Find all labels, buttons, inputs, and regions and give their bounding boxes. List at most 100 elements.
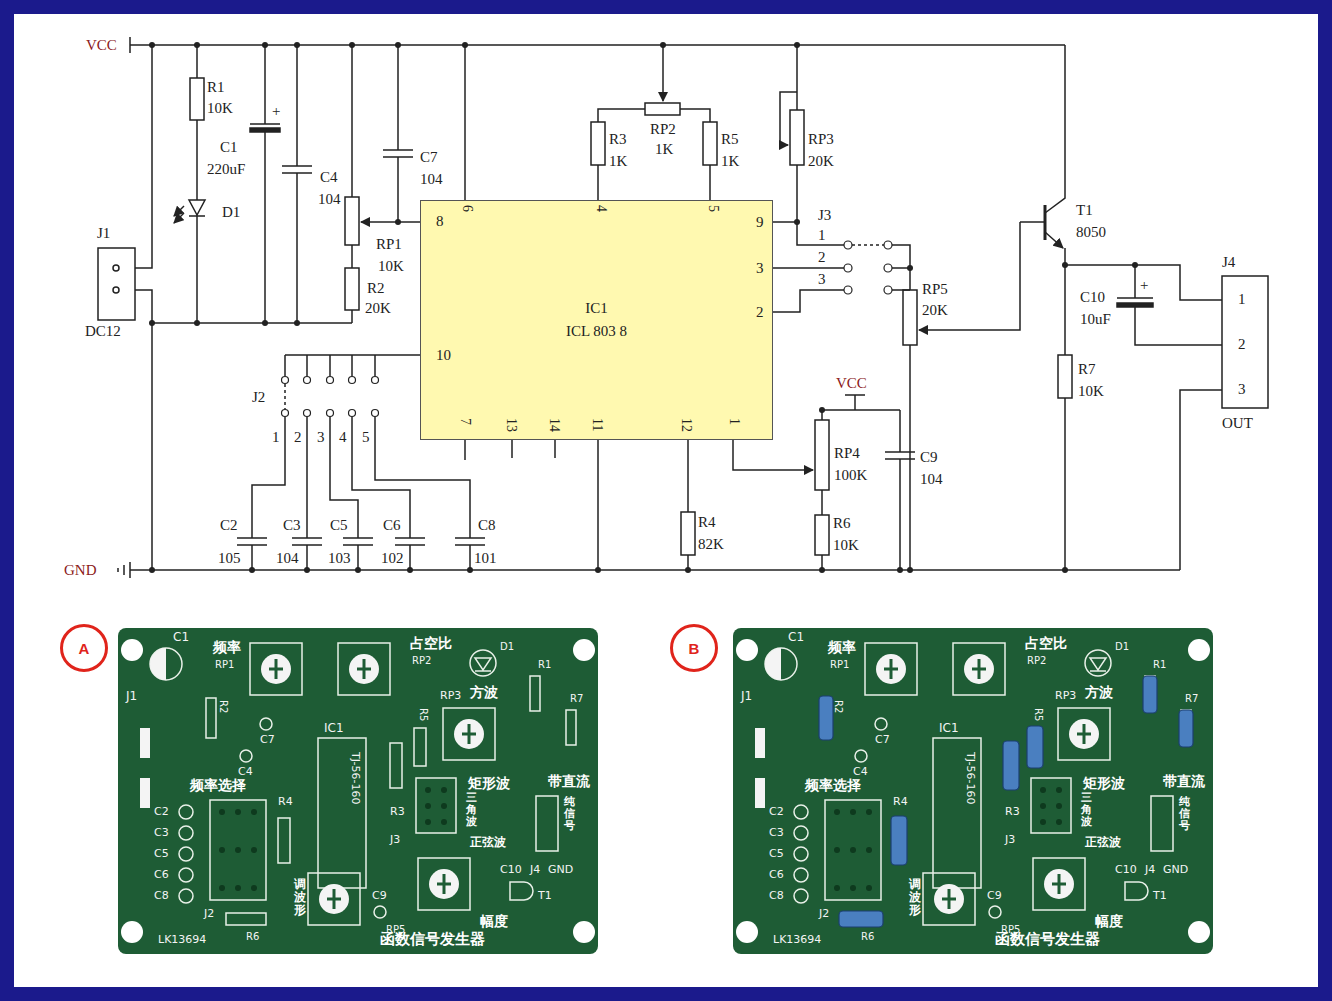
component-label: 2 [294, 430, 302, 445]
silkscreen-label: T1 [538, 890, 552, 901]
pcb-board [118, 628, 598, 954]
silkscreen-label: 带直流 [548, 774, 590, 788]
silkscreen-label: 占空比 [1025, 636, 1067, 650]
component-label: 10K [1078, 384, 1104, 399]
silkscreen-label: R3 [390, 806, 405, 817]
ic-chip: IC1ICL 803 8 [420, 200, 773, 440]
node-text: A [79, 641, 90, 656]
component-label: 9 [756, 215, 764, 230]
silkscreen-label: C8 [154, 890, 169, 901]
silkscreen-label: RP1 [830, 660, 849, 670]
silkscreen-label: LK13694 [773, 934, 821, 945]
silkscreen-label: 纯信号 [564, 796, 575, 832]
junction-dots [149, 42, 1138, 573]
component-label: 104 [920, 472, 943, 487]
silkscreen-label: R6 [246, 932, 259, 942]
silkscreen-label: R1 [538, 660, 551, 670]
component-label: 20K [808, 154, 834, 169]
silkscreen-label: TJ-56-160 [350, 752, 361, 805]
component-label: 5 [362, 430, 370, 445]
component-label: 103 [328, 551, 351, 566]
component-label: R2 [367, 281, 385, 296]
component-label: R6 [833, 516, 851, 531]
silkscreen-label: C9 [987, 890, 1002, 901]
component-label: 10K [833, 538, 859, 553]
component-label: 10 [436, 348, 451, 363]
component-label: 101 [474, 551, 497, 566]
component-label: C4 [320, 170, 338, 185]
silkscreen-label: R4 [893, 796, 908, 807]
component-label: 2 [756, 305, 764, 320]
silkscreen-label: R5 [1033, 708, 1043, 721]
component-label: C5 [330, 518, 348, 533]
pcb-board [733, 628, 1213, 954]
component-label: 6 [460, 205, 474, 212]
component-label: 10K [378, 259, 404, 274]
component-label: 20K [365, 301, 391, 316]
silkscreen-label: 三角波 [466, 792, 477, 828]
silkscreen-label: C10 [1115, 864, 1137, 875]
component-label: 13 [504, 418, 518, 432]
component-label: C6 [383, 518, 401, 533]
silkscreen-label: C6 [154, 869, 169, 880]
silkscreen-label: RP1 [215, 660, 234, 670]
component-label: 1 [818, 228, 826, 243]
node-text: B [689, 641, 700, 656]
component-label: R5 [721, 132, 739, 147]
silkscreen-label: J4 [1145, 864, 1155, 875]
component-label: 82K [698, 537, 724, 552]
silkscreen-label: C6 [769, 869, 784, 880]
silkscreen-label: 幅度 [1095, 914, 1123, 928]
silkscreen-label: RP2 [1027, 656, 1046, 666]
node-text: J1 [97, 226, 110, 241]
silkscreen-label: C5 [154, 848, 169, 859]
component-label: 10uF [1080, 312, 1111, 327]
silkscreen-label: IC1 [939, 722, 959, 734]
silkscreen-label: C3 [154, 827, 169, 838]
silkscreen-label: C4 [238, 766, 253, 777]
component-label: 12 [679, 418, 693, 432]
component-label: 20K [922, 303, 948, 318]
component-label: 104 [420, 172, 443, 187]
silkscreen-label: 幅度 [480, 914, 508, 928]
silkscreen-label: 三角波 [1081, 792, 1092, 828]
silkscreen-label: J4 [530, 864, 540, 875]
node-text: 2 [1238, 337, 1246, 352]
component-label: VCC [86, 38, 117, 53]
node-text: 3 [1238, 382, 1246, 397]
silkscreen-label: J3 [390, 834, 400, 845]
silkscreen-label: R2 [833, 700, 843, 713]
component-label: 104 [276, 551, 299, 566]
silkscreen-label: J3 [1005, 834, 1015, 845]
component-label: 11 [590, 418, 604, 431]
silkscreen-label: C4 [853, 766, 868, 777]
silkscreen-label: 方波 [470, 685, 498, 699]
silkscreen-label: J2 [204, 908, 214, 919]
silkscreen-label: 调波形 [909, 878, 921, 918]
component-label: 10K [207, 101, 233, 116]
silkscreen-label: C2 [154, 806, 169, 817]
silkscreen-label: R6 [861, 932, 874, 942]
wires [98, 37, 1268, 578]
callout-circle: B [670, 624, 718, 672]
silkscreen-label: 矩形波 [468, 776, 510, 790]
resistor-bodies [819, 676, 1193, 927]
silkscreen-label: R4 [278, 796, 293, 807]
component-label: RP4 [834, 446, 860, 461]
component-label: 1 [727, 418, 741, 425]
component-label: T1 [1076, 203, 1093, 218]
component-label: 4 [594, 205, 608, 212]
callout-circle: A [60, 624, 108, 672]
component-label: R7 [1078, 362, 1096, 377]
component-label: D1 [222, 205, 240, 220]
silkscreen-label: T1 [1153, 890, 1167, 901]
silkscreen-label: R7 [570, 694, 583, 704]
component-label: RP1 [376, 237, 402, 252]
component-label: RP3 [808, 132, 834, 147]
silkscreen-label: 矩形波 [1083, 776, 1125, 790]
component-label: 3 [756, 261, 764, 276]
component-label: R1 [207, 80, 225, 95]
silkscreen-label: LK13694 [158, 934, 206, 945]
component-label: R3 [609, 132, 627, 147]
